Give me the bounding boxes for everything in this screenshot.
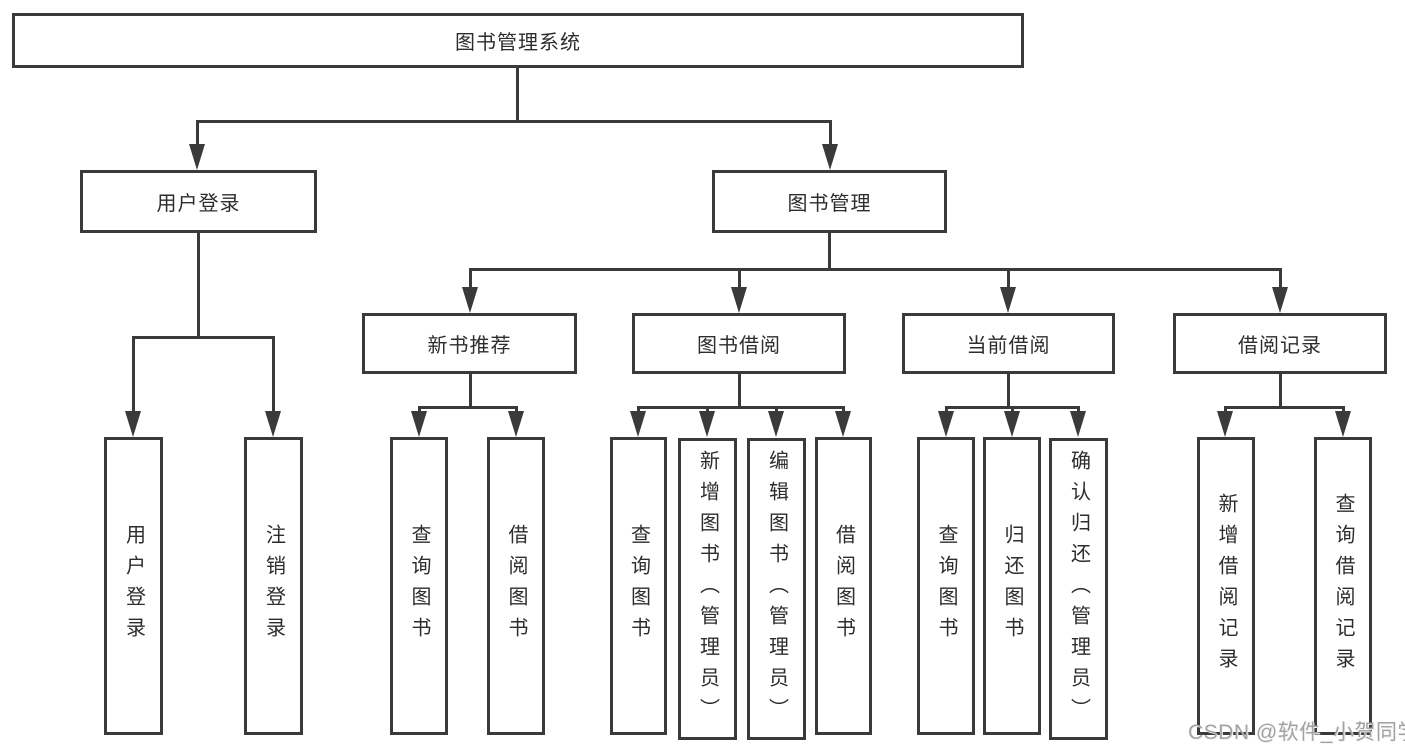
connector-drop-line [636,406,640,415]
connector-horizontal-line [133,336,275,339]
arrow-down-icon [189,144,205,170]
arrow-down-icon [731,287,747,313]
connector-drop-line [828,120,832,148]
node-book-management-branch: 图书管理 [712,170,947,233]
arrow-down-icon [822,144,838,170]
node-label: 归还图书 [1001,524,1023,648]
connector-drop-line [1278,268,1282,291]
connector-drop-line [1076,406,1080,415]
arrow-down-icon [630,411,646,437]
connector-drop-line [468,268,472,291]
connector-vertical-line [1278,374,1282,408]
node-user-login-branch: 用户登录 [80,170,317,233]
leaf-query-books-1: 查询图书 [390,437,448,735]
node-label: 编辑图书（管理员） [765,449,788,729]
arrow-down-icon [508,411,524,437]
arrow-down-icon [411,411,427,437]
connector-horizontal-line [638,406,845,409]
connector-horizontal-line [470,268,1281,271]
leaf-edit-books-admin: 编辑图书（管理员） [747,438,806,740]
connector-drop-line [195,120,199,148]
connector-horizontal-line [1225,406,1344,409]
node-label: 借阅图书 [505,524,527,648]
node-book-borrowing: 图书借阅 [632,313,846,374]
connector-drop-line [705,406,709,415]
leaf-borrow-books-2: 借阅图书 [815,437,872,735]
node-label: 用户登录 [122,524,145,648]
connector-drop-line [417,406,421,415]
leaf-query-borrow-record: 查询借阅记录 [1314,437,1372,735]
connector-drop-line [1010,406,1014,415]
connector-drop-line [841,406,845,415]
connector-vertical-line [737,374,741,408]
leaf-logout: 注销登录 [244,437,303,735]
arrow-down-icon [768,411,784,437]
node-label: 图书借阅 [697,335,781,357]
arrow-down-icon [1004,411,1020,437]
arrow-down-icon [125,411,141,437]
node-new-book-recommendation: 新书推荐 [362,313,577,374]
node-label: 用户登录 [156,193,241,215]
node-label: 新增图书（管理员） [696,449,719,729]
node-label: 查询图书 [627,524,650,648]
arrow-down-icon [1070,411,1086,437]
node-label: 图书管理系统 [455,32,581,54]
arrow-down-icon [835,411,851,437]
connector-drop-line [131,336,135,415]
node-label: 查询图书 [935,524,957,648]
leaf-add-borrow-record: 新增借阅记录 [1197,437,1255,735]
leaf-return-books: 归还图书 [983,437,1041,735]
node-current-borrowing: 当前借阅 [902,313,1115,374]
node-label: 确认归还（管理员） [1067,449,1090,729]
leaf-query-books-3: 查询图书 [917,437,975,735]
node-label: 注销登录 [262,524,285,648]
node-borrowing-records: 借阅记录 [1173,313,1387,374]
node-label: 查询借阅记录 [1332,493,1354,679]
arrow-down-icon [938,411,954,437]
connector-drop-line [1223,406,1227,415]
connector-vertical-line [827,233,831,271]
connector-horizontal-line [197,120,831,123]
connector-drop-line [737,268,741,291]
connector-drop-line [944,406,948,415]
node-label: 图书管理 [787,193,872,215]
connector-vertical-line [468,374,472,408]
connector-drop-line [1006,268,1010,291]
connector-vertical-line [196,233,200,338]
connector-vertical-line [1006,374,1010,408]
arrow-down-icon [1272,287,1288,313]
arrow-down-icon [1000,287,1016,313]
node-label: 新书推荐 [427,335,512,357]
leaf-query-books-2: 查询图书 [610,437,667,735]
leaf-confirm-return-admin: 确认归还（管理员） [1049,438,1108,740]
connector-horizontal-line [419,406,517,409]
arrow-down-icon [1217,411,1233,437]
connector-drop-line [774,406,778,415]
connector-vertical-line [515,68,519,122]
leaf-add-books-admin: 新增图书（管理员） [678,438,737,740]
node-label: 新增借阅记录 [1215,493,1237,679]
connector-drop-line [514,406,518,415]
arrow-down-icon [462,287,478,313]
connector-drop-line [271,336,275,415]
leaf-user-login: 用户登录 [104,437,163,735]
node-library-management-system: 图书管理系统 [12,13,1024,68]
leaf-borrow-books-1: 借阅图书 [487,437,545,735]
csdn-watermark: CSDN @软件_小贺同学 [1188,721,1405,744]
connector-drop-line [1341,406,1345,415]
arrow-down-icon [1335,411,1351,437]
node-label: 查询图书 [408,524,430,648]
node-label: 借阅图书 [832,524,855,648]
node-label: 借阅记录 [1238,335,1322,357]
arrow-down-icon [265,411,281,437]
arrow-down-icon [699,411,715,437]
node-label: 当前借阅 [966,335,1051,357]
